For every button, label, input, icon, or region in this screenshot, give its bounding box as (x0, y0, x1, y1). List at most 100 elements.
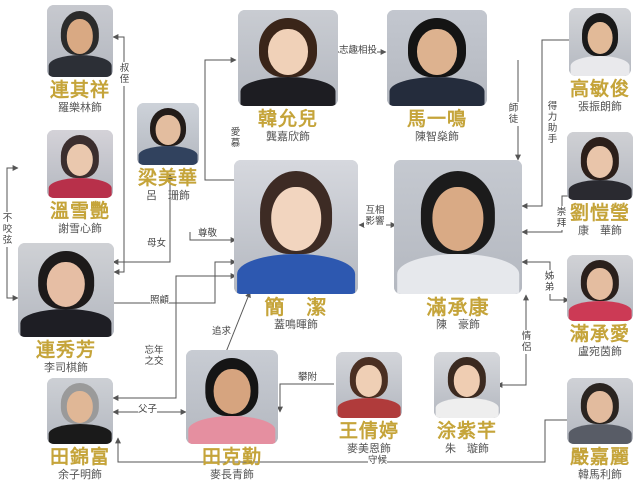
character-ma-yiming: 馬一鳴 陳智燊飾 (382, 10, 492, 143)
face-shape (586, 391, 614, 423)
shoulders-shape (435, 398, 499, 418)
character-name: 連秀芳 (35, 339, 96, 361)
character-wen-xueyan: 溫雪艷 謝雪心飾 (28, 130, 132, 235)
portrait-photo (47, 130, 113, 198)
face-shape (66, 143, 94, 177)
label-huxiang: 互相影響 (364, 205, 386, 227)
face-shape (432, 186, 484, 252)
actor-credit: 謝雪心飾 (58, 222, 102, 235)
actor-credit: 蓋鳴暉飾 (274, 318, 318, 331)
character-name: 滿承康 (426, 295, 490, 319)
shoulders-shape (570, 55, 630, 76)
label-zunjing: 尊敬 (198, 228, 218, 239)
portrait-photo (234, 160, 358, 294)
face-shape (586, 145, 614, 179)
character-han-yuner: 韓允兒 龔嘉欣飾 (232, 10, 344, 143)
character-name: 馬一鳴 (406, 108, 467, 130)
label-zhaogu: 照顧 (150, 295, 170, 306)
actor-credit: 朱 璇飾 (445, 442, 489, 455)
actor-credit: 韓馬利飾 (578, 468, 622, 481)
portrait-photo (434, 352, 500, 418)
shoulders-shape (397, 253, 519, 294)
character-name: 王倩婷 (338, 420, 399, 442)
character-lian-qixiang: 連其祥 羅樂林飾 (28, 5, 132, 114)
actor-credit: 陳 豪飾 (436, 318, 480, 331)
label-panfu: 攀附 (298, 372, 318, 383)
label-munv: 母女 (147, 238, 167, 249)
label-zhuiqiu: 追求 (212, 326, 232, 337)
actor-credit: 呂 珊飾 (146, 189, 190, 202)
actor-credit: 麥長青飾 (210, 468, 254, 481)
label-bujiaoxian: 不咬弦 (2, 212, 13, 247)
portrait-photo (47, 5, 113, 77)
character-jian-jie: 簡 潔 蓋鳴暉飾 (230, 160, 362, 331)
face-shape (46, 261, 86, 307)
label-zidi: 姊弟 (544, 270, 555, 294)
character-lian-xiufang: 連秀芳 李司棋飾 (14, 243, 118, 374)
character-name: 簡 潔 (264, 295, 328, 319)
face-shape (355, 365, 383, 397)
actor-credit: 李司棋飾 (44, 361, 88, 374)
label-chongbai: 崇拜 (556, 206, 567, 230)
character-name: 連其祥 (49, 79, 110, 101)
character-name: 涂紫芊 (436, 420, 497, 442)
face-shape (453, 365, 481, 397)
label-fuzi: 父子 (138, 404, 158, 415)
label-shitu: 師徒 (508, 102, 519, 126)
connector-zhaogu (113, 259, 237, 304)
character-name: 溫雪艷 (49, 200, 110, 222)
character-name: 梁美華 (137, 167, 198, 189)
shoulders-shape (48, 177, 112, 198)
portrait-photo (567, 378, 633, 444)
shoulders-shape (389, 77, 485, 106)
character-tian-keqin: 田克勤 麥長青飾 (182, 350, 282, 481)
face-shape (268, 29, 308, 76)
face-shape (271, 186, 321, 252)
character-man-chengai: 滿承愛 盧宛茵飾 (560, 255, 640, 358)
label-shuzhi: 叔侄 (119, 62, 130, 86)
actor-credit: 余子明飾 (58, 468, 102, 481)
portrait-photo (47, 378, 113, 444)
face-shape (587, 21, 613, 55)
face-shape (155, 115, 181, 146)
character-name: 滿承愛 (569, 323, 630, 345)
face-shape (213, 368, 251, 414)
label-shouhou: 守候 (368, 455, 388, 466)
portrait-photo (137, 103, 199, 165)
character-tian-jingfu: 田錦富 余子明飾 (28, 378, 132, 481)
character-name: 高敏俊 (569, 78, 630, 100)
actor-credit: 陳智燊飾 (415, 130, 459, 143)
shoulders-shape (48, 424, 112, 444)
shoulders-shape (188, 415, 276, 444)
shoulders-shape (568, 424, 632, 444)
shoulders-shape (337, 398, 401, 418)
character-tu-ziqian: 涂紫芊 朱 璇飾 (420, 352, 514, 455)
portrait-photo (186, 350, 278, 444)
character-name: 劉愷瑩 (569, 202, 630, 224)
portrait-photo (336, 352, 402, 418)
portrait-photo (569, 8, 631, 76)
portrait-photo (394, 160, 522, 294)
shoulders-shape (237, 253, 355, 294)
character-liu-kaiying: 劉愷瑩 康 華飾 (560, 132, 640, 237)
actor-credit: 康 華飾 (578, 224, 622, 237)
face-shape (586, 268, 614, 300)
actor-credit: 羅樂林飾 (58, 101, 102, 114)
label-wangnian: 忘年之交 (143, 345, 165, 367)
shoulders-shape (48, 55, 112, 77)
character-man-chengkang: 滿承康 陳 豪飾 (390, 160, 526, 331)
shoulders-shape (240, 77, 336, 106)
portrait-photo (18, 243, 114, 337)
label-deli: 得力助手 (547, 100, 558, 146)
portrait-photo (387, 10, 487, 106)
label-zhiqu: 志趣相投 (339, 45, 378, 56)
shoulders-shape (138, 146, 198, 165)
portrait-photo (567, 132, 633, 200)
character-name: 嚴嘉麗 (569, 446, 630, 468)
character-yan-jiali: 嚴嘉麗 韓馬利飾 (560, 378, 640, 481)
label-qinglv: 情侶 (521, 330, 532, 354)
portrait-photo (238, 10, 338, 106)
character-name: 韓允兒 (257, 108, 318, 130)
character-wang-qianting: 王倩婷 麥美恩飾 (322, 352, 416, 455)
actor-credit: 盧宛茵飾 (578, 345, 622, 358)
